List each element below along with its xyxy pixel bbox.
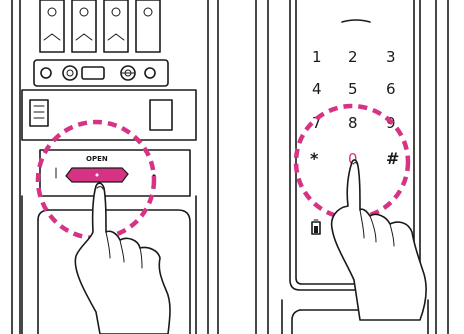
key-4[interactable]: 4 xyxy=(312,80,322,98)
right-panel: 1 2 3 4 5 6 7 8 9 * 0 # xyxy=(256,0,448,334)
key-1[interactable]: 1 xyxy=(312,48,322,66)
battery-icon xyxy=(312,220,320,234)
key-star[interactable]: * xyxy=(310,149,319,168)
hand-icon xyxy=(332,160,426,320)
battery-terminal-bar xyxy=(34,60,168,86)
left-panel: OPEN xyxy=(12,0,218,334)
key-hash[interactable]: # xyxy=(386,149,399,168)
key-6[interactable]: 6 xyxy=(386,80,396,98)
open-label: OPEN xyxy=(86,155,108,163)
key-8[interactable]: 8 xyxy=(348,114,358,132)
key-3[interactable]: 3 xyxy=(386,48,396,66)
key-5[interactable]: 5 xyxy=(348,80,358,98)
battery-slots xyxy=(40,0,160,52)
keypad: 1 2 3 4 5 6 7 8 9 * 0 # xyxy=(310,48,399,168)
hand-icon xyxy=(75,183,170,334)
key-2[interactable]: 2 xyxy=(348,48,358,66)
